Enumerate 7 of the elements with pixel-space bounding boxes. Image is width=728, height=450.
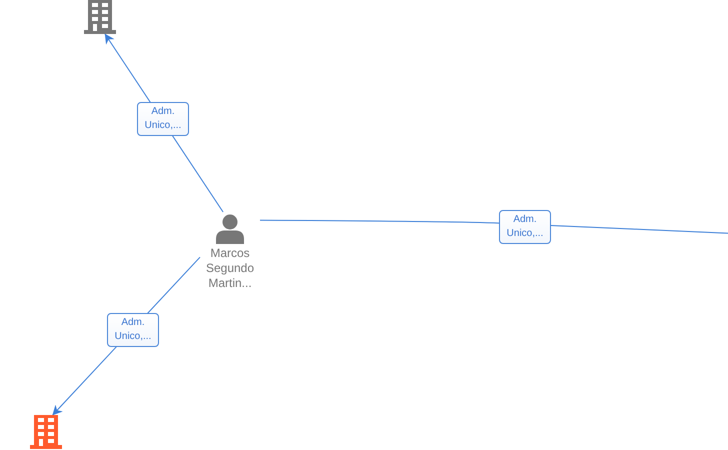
edge-label: Adm. Unico,... bbox=[137, 102, 189, 136]
edge-label: Adm. Unico,... bbox=[499, 210, 551, 244]
edge-label: Adm. Unico,... bbox=[107, 313, 159, 347]
building-icon bbox=[84, 0, 116, 34]
person-name: Marcos Segundo Martin... bbox=[204, 246, 256, 291]
building-icon bbox=[30, 415, 62, 449]
connector-line bbox=[260, 220, 728, 234]
